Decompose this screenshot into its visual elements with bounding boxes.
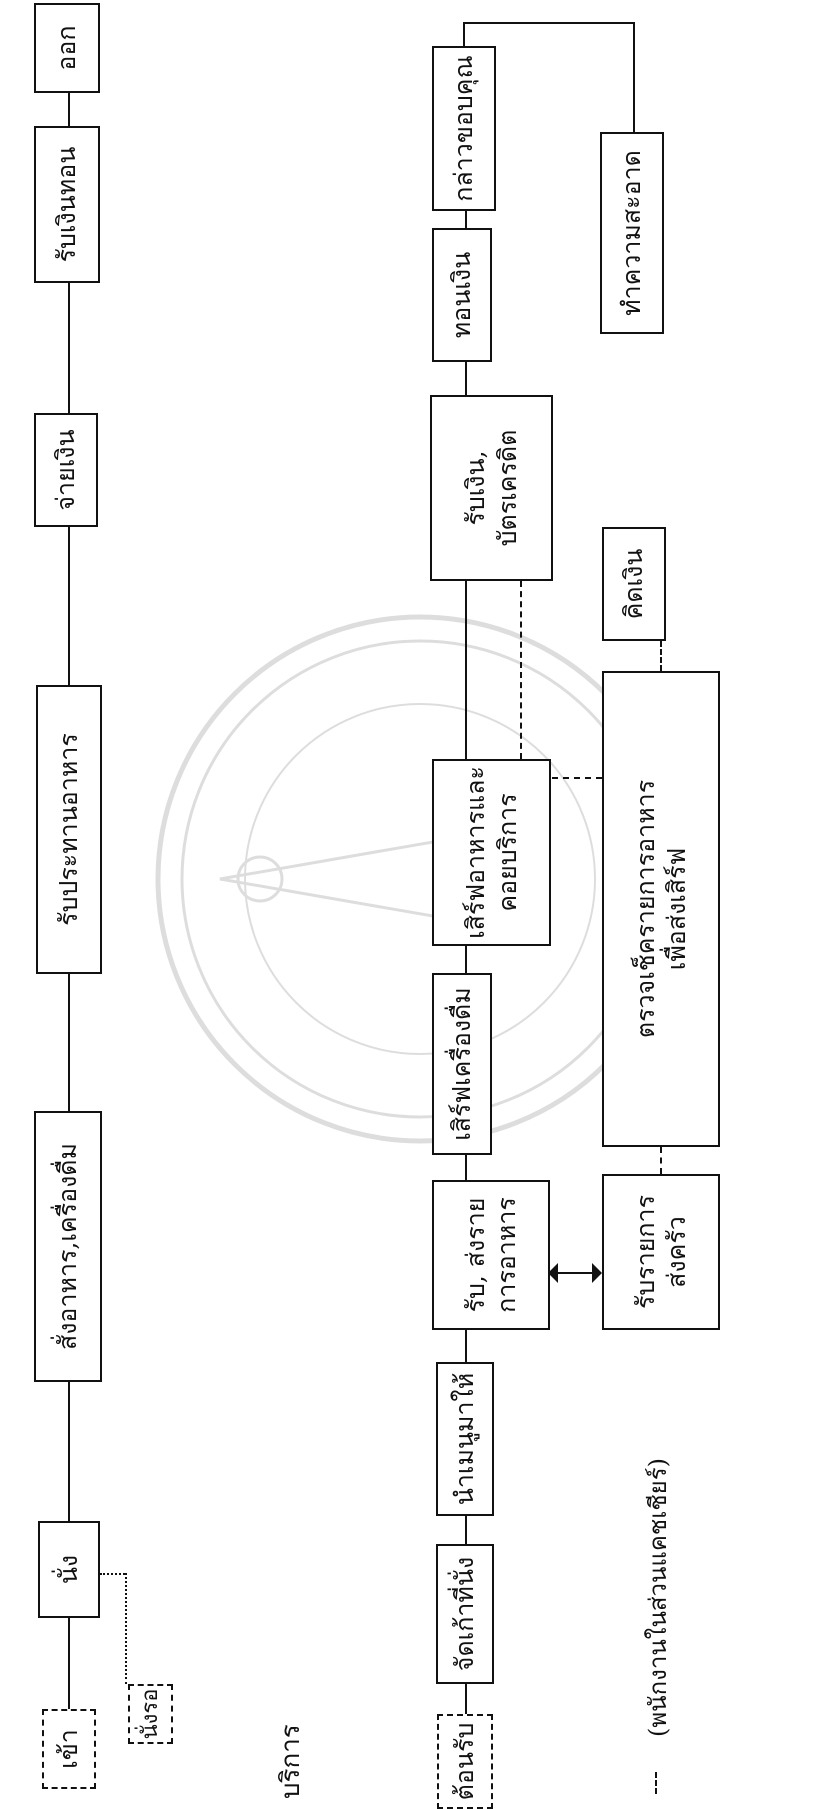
kitchen-order-line-2: ส่งครัว [662, 1216, 691, 1288]
take-order-line-2: การอาหาร [492, 1197, 521, 1313]
clean-label: ทำความสะอาด [617, 150, 647, 316]
receive-payment-line-2: บัตรเครดิต [492, 429, 522, 547]
legend-note: (พนักงานในส่วนแคชเชียร์) [644, 1458, 672, 1737]
kitchen-order-line-1: รับรายการ [630, 1195, 660, 1310]
exit-box: ออก [34, 3, 100, 93]
calc-bill-box: คิดเงิน [602, 527, 666, 641]
get-change-label: รับเงินทอน [52, 146, 82, 263]
sit-label: นั่ง [54, 1554, 84, 1585]
wait-label: นั่งรอ [137, 1688, 163, 1740]
double-arrow-icon [548, 1263, 602, 1283]
check-order-line-2: เพื่อส่งเสิร์ฟ [662, 847, 691, 971]
thank-connector-h [463, 22, 465, 46]
give-change-label: ทอนเงิน [447, 251, 477, 339]
serve-drinks-box: เสิร์ฟเครื่องดื่ม [432, 973, 492, 1155]
service-label: บริการ [276, 1724, 306, 1799]
clean-box: ทำความสะอาด [600, 132, 664, 334]
order-label: สั่งอาหาร,เครื่องดื่ม [53, 1142, 83, 1351]
check-calc-dashed [660, 641, 662, 671]
serve-food-line-2: คอยบริการ [492, 793, 522, 912]
enter-box: เข้า [42, 1709, 96, 1789]
sit-box: นั่ง [38, 1521, 100, 1618]
serve-drinks-label: เสิร์ฟเครื่องดื่ม [447, 987, 477, 1141]
receive-payment-line-1: รับเงิน, [461, 450, 491, 526]
serve-food-box: เสิร์ฟอาหารและ คอยบริการ [432, 759, 551, 946]
give-change-box: ทอนเงิน [432, 228, 492, 362]
greet-box: ต้อนรับ [437, 1714, 493, 1809]
take-order-box: รับ, ส่งราย การอาหาร [432, 1180, 550, 1330]
thank-label: กล่าวขอบคุณ [449, 55, 479, 202]
food-payment-dashed [520, 581, 522, 759]
clean-connector-v [463, 22, 635, 24]
check-order-line-1: ตรวจเช็ครายการอาหาร [630, 779, 660, 1039]
order-box: สั่งอาหาร,เครื่องดื่ม [34, 1111, 102, 1382]
kitchen-check-dashed [660, 1147, 662, 1174]
eat-label: รับประทานอาหาร [54, 733, 84, 926]
exit-label: ออก [52, 25, 82, 71]
take-order-line-1: รับ, ส่งราย [460, 1197, 490, 1313]
get-change-box: รับเงินทอน [34, 126, 100, 283]
wait-box: นั่งรอ [128, 1684, 173, 1744]
menu-label: นำเมนูมาให้ [450, 1372, 480, 1506]
pay-label: จ่ายเงิน [51, 429, 81, 511]
wait-connector-v [100, 1573, 125, 1575]
serve-food-line-1: เสิร์ฟอาหารและ [461, 766, 491, 939]
wait-connector-h [125, 1573, 127, 1684]
seat-label: จัดเก้าที่นั่ง [450, 1556, 480, 1672]
legend-dashed-sample [655, 1772, 657, 1794]
eat-box: รับประทานอาหาร [36, 685, 102, 974]
receive-payment-box: รับเงิน, บัตรเครดิต [430, 395, 553, 581]
menu-box: นำเมนูมาให้ [436, 1362, 494, 1516]
pay-box: จ่ายเงิน [34, 413, 98, 527]
kitchen-order-box: รับรายการ ส่งครัว [602, 1174, 720, 1330]
seat-box: จัดเก้าที่นั่ง [436, 1544, 494, 1684]
check-order-box: ตรวจเช็ครายการอาหาร เพื่อส่งเสิร์ฟ [602, 671, 720, 1147]
calc-bill-label: คิดเงิน [619, 548, 649, 620]
clean-connector-h [633, 22, 635, 132]
enter-label: เข้า [54, 1729, 84, 1769]
serve-check-dashed-v [552, 777, 602, 779]
thank-box: กล่าวขอบคุณ [432, 46, 496, 211]
